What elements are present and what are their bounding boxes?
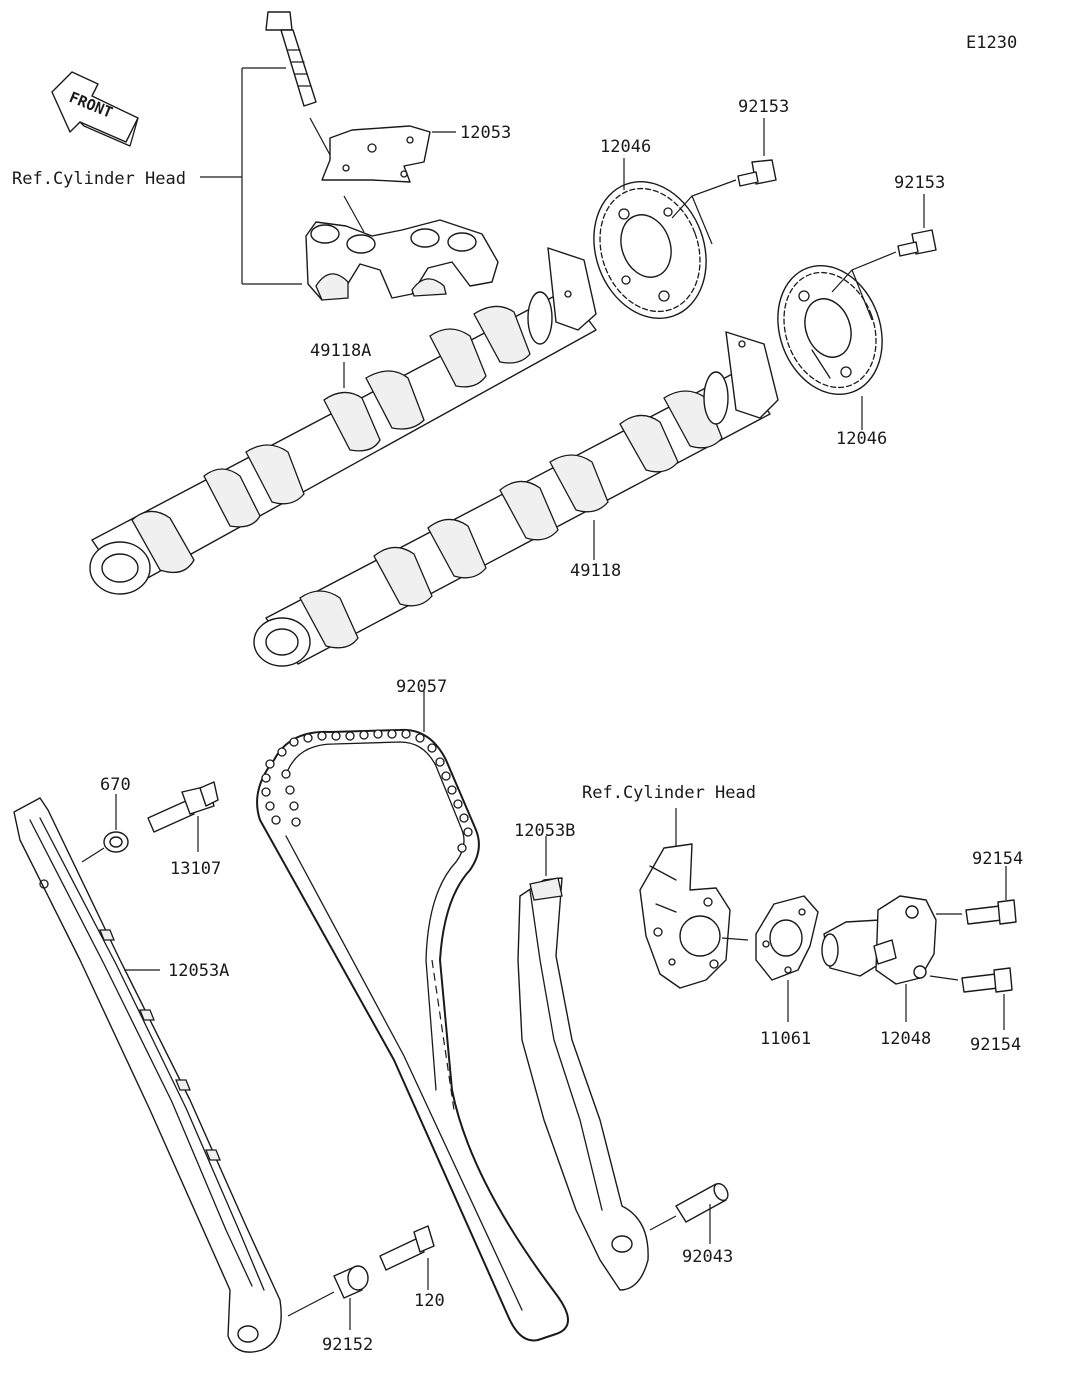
label-92043: 92043 bbox=[682, 1247, 733, 1267]
sprocket-bolt-upper bbox=[737, 159, 777, 187]
leader-92153-lower bbox=[831, 194, 925, 321]
label-92154-upper: 92154 bbox=[972, 849, 1023, 869]
pin-92043 bbox=[675, 1182, 729, 1223]
sprocket-bolt-lower bbox=[897, 229, 937, 257]
leader-92154-lower bbox=[929, 975, 1005, 1030]
camshaft-49118 bbox=[253, 331, 779, 667]
cam-sprocket-lower bbox=[777, 264, 883, 396]
front-arrow-icon: FRONT bbox=[51, 71, 139, 147]
leader-92152 bbox=[287, 1291, 351, 1330]
leader-92043 bbox=[649, 1204, 711, 1244]
label-92057: 92057 bbox=[396, 677, 447, 697]
leader-92154-upper bbox=[936, 866, 1007, 915]
label-12046-upper: 12046 bbox=[600, 137, 651, 157]
chain-guide-12053A bbox=[13, 797, 282, 1353]
ref-cylinder-head-label-tensioner: Ref.Cylinder Head bbox=[582, 783, 756, 803]
label-92153-lower: 92153 bbox=[894, 173, 945, 193]
camshaft-49118A bbox=[89, 247, 597, 595]
label-12053: 12053 bbox=[460, 123, 511, 143]
label-92154-lower: 92154 bbox=[970, 1035, 1021, 1055]
label-12048: 12048 bbox=[880, 1029, 931, 1049]
label-12053B: 12053B bbox=[514, 821, 575, 841]
label-49118: 49118 bbox=[570, 561, 621, 581]
cam-sprocket-upper bbox=[593, 180, 707, 320]
label-49118A: 49118A bbox=[310, 341, 371, 361]
label-92153-upper: 92153 bbox=[738, 97, 789, 117]
label-92152: 92152 bbox=[322, 1335, 373, 1355]
camshaft-cap-bolt bbox=[265, 11, 317, 107]
tensioner-bolt-upper bbox=[965, 899, 1017, 925]
washer-670 bbox=[103, 831, 129, 853]
label-13107: 13107 bbox=[170, 859, 221, 879]
label-12053A: 12053A bbox=[168, 961, 229, 981]
label-11061: 11061 bbox=[760, 1029, 811, 1049]
camshaft-cap bbox=[305, 195, 499, 301]
head-leader bbox=[721, 937, 749, 941]
chain-tensioner-12048 bbox=[821, 895, 937, 985]
label-120: 120 bbox=[414, 1291, 445, 1311]
chain-guide-12053B bbox=[517, 877, 649, 1291]
cylinder-head-section bbox=[639, 843, 731, 989]
tensioner-bolt-lower bbox=[961, 967, 1013, 993]
ref-cylinder-head-label-top: Ref.Cylinder Head bbox=[12, 169, 186, 189]
collar-92152 bbox=[333, 1265, 369, 1299]
guide-bolt-13107 bbox=[147, 781, 219, 833]
label-12046-lower: 12046 bbox=[836, 429, 887, 449]
timing-chain bbox=[256, 728, 569, 1342]
guide-bolt-120 bbox=[379, 1225, 435, 1271]
diagram-id: E1230 bbox=[966, 33, 1017, 53]
leader-92153-upper bbox=[671, 118, 765, 245]
ref-bracket-top bbox=[200, 67, 302, 285]
camshaft-cap-plate bbox=[321, 125, 431, 183]
leader-670 bbox=[81, 794, 117, 863]
label-670: 670 bbox=[100, 775, 131, 795]
gasket-11061 bbox=[755, 895, 819, 981]
